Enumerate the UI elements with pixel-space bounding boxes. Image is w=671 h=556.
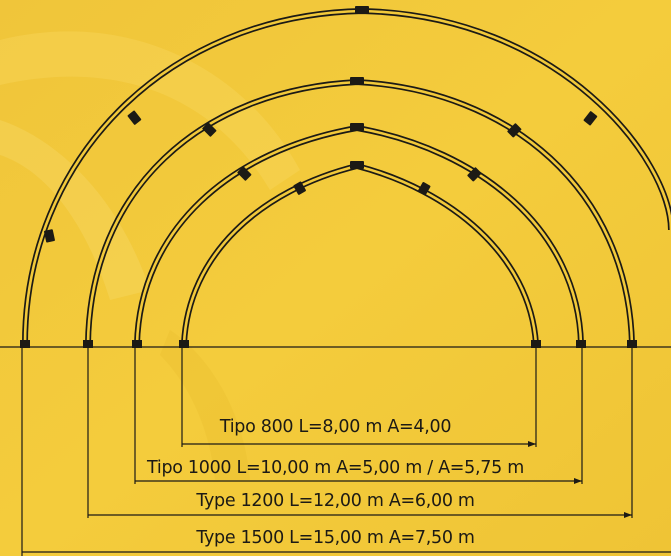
dimension-type-1200 bbox=[87, 347, 633, 518]
label-type-1200: Type 1200 L=12,00 m A=6,00 m bbox=[196, 491, 475, 511]
dimension-arrows bbox=[528, 441, 632, 518]
label-tipo-1000: Tipo 1000 L=10,00 m A=5,00 m / A=5,75 m bbox=[147, 458, 524, 478]
label-tipo-800: Tipo 800 L=8,00 m A=4,00 bbox=[219, 417, 452, 437]
dimension-tipo-800 bbox=[181, 347, 537, 447]
arch-tipo-800 bbox=[181, 162, 539, 345]
arch-tipo-1000 bbox=[134, 124, 584, 345]
label-type-1500: Type 1500 L=15,00 m A=7,50 m bbox=[196, 528, 475, 548]
arch-type-1500 bbox=[22, 7, 671, 345]
arch-feet bbox=[20, 340, 637, 348]
dimension-tipo-1000 bbox=[134, 347, 583, 484]
arch-joints bbox=[44, 6, 598, 243]
arch-type-1200 bbox=[85, 78, 635, 345]
